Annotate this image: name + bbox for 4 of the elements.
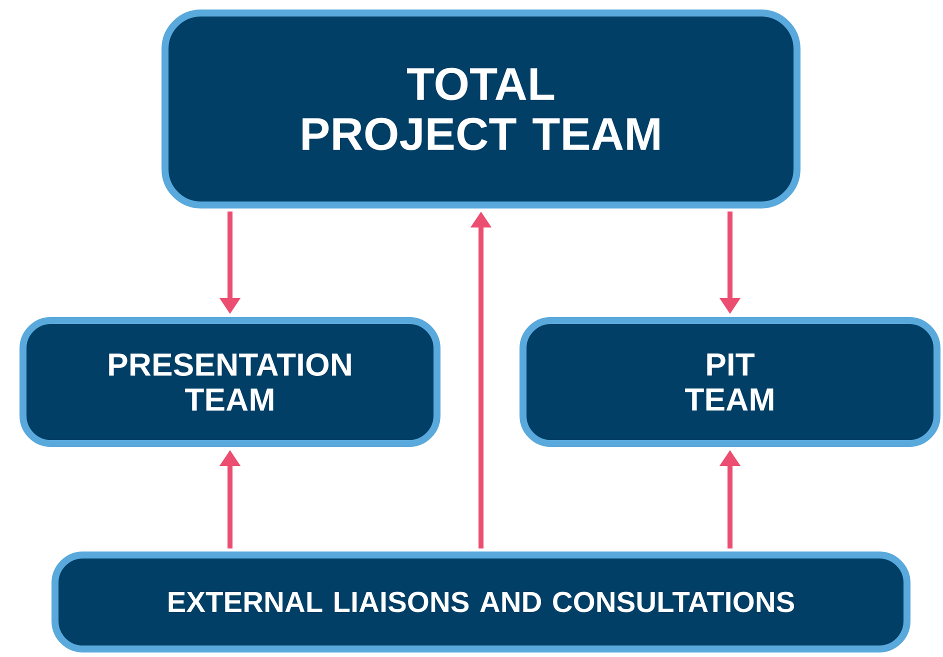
team-box: PRESENTATION TEAM	[20, 317, 440, 447]
team-box: TOTAL PROJECT TEAM	[162, 10, 800, 208]
team-box: EXTERNAL LIAISONS AND CONSULTATIONS	[52, 552, 910, 652]
team-box: PIT TEAM	[520, 317, 940, 447]
